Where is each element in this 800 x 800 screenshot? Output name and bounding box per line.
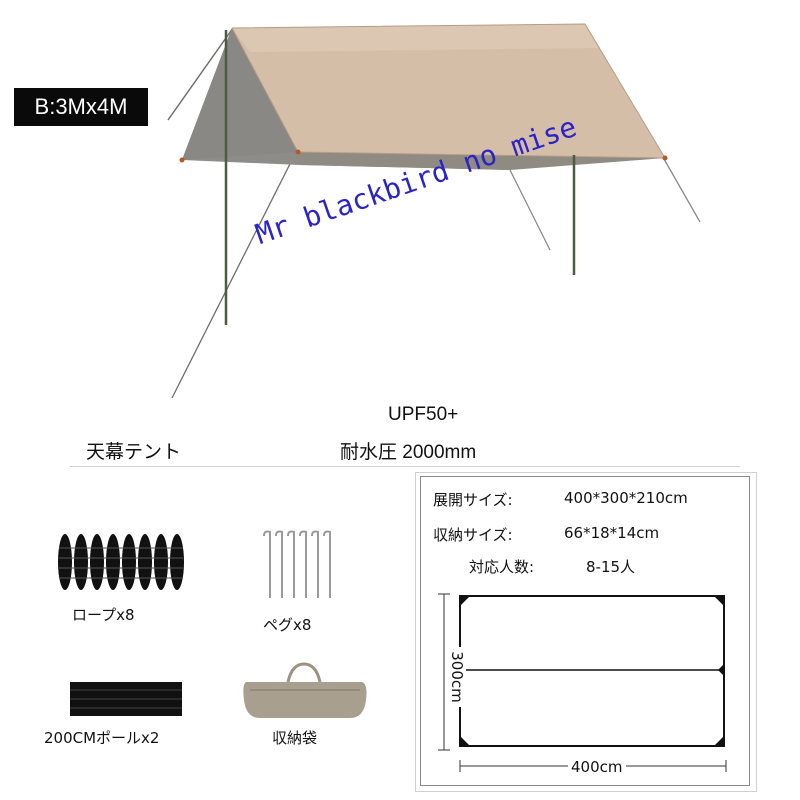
rope-label: ロープx8 (72, 606, 135, 624)
section-divider (70, 466, 740, 467)
dimension-diagram (438, 593, 727, 772)
product-name: 天幕テント (86, 442, 182, 463)
packed-size-value: 66*18*14cm (564, 524, 660, 542)
width-dimension-label: 400cm (568, 758, 626, 776)
bag-icon (243, 662, 367, 718)
open-size-value: 400*300*210cm (564, 489, 688, 507)
rope-icon (58, 534, 184, 590)
bag-label: 収納袋 (272, 729, 318, 747)
capacity-label: 対応人数: (469, 558, 535, 576)
peg-icon (263, 530, 331, 598)
spec-panel (420, 476, 750, 786)
size-badge: B:3Mx4M (14, 88, 148, 126)
spec-panel-outer (415, 472, 757, 792)
tent-illustration (167, 23, 701, 399)
pole-label: 200CMポールx2 (44, 729, 160, 747)
pole-icon (70, 682, 182, 716)
peg-label: ペグx8 (263, 616, 312, 634)
upf-rating: UPF50+ (388, 404, 459, 425)
water-pressure: 耐水圧 2000mm (340, 442, 477, 463)
packed-size-label: 収納サイズ: (433, 526, 513, 544)
height-dimension-label: 300cm (448, 647, 466, 707)
open-size-label: 展開サイズ: (433, 491, 513, 509)
capacity-value: 8-15人 (586, 558, 636, 576)
